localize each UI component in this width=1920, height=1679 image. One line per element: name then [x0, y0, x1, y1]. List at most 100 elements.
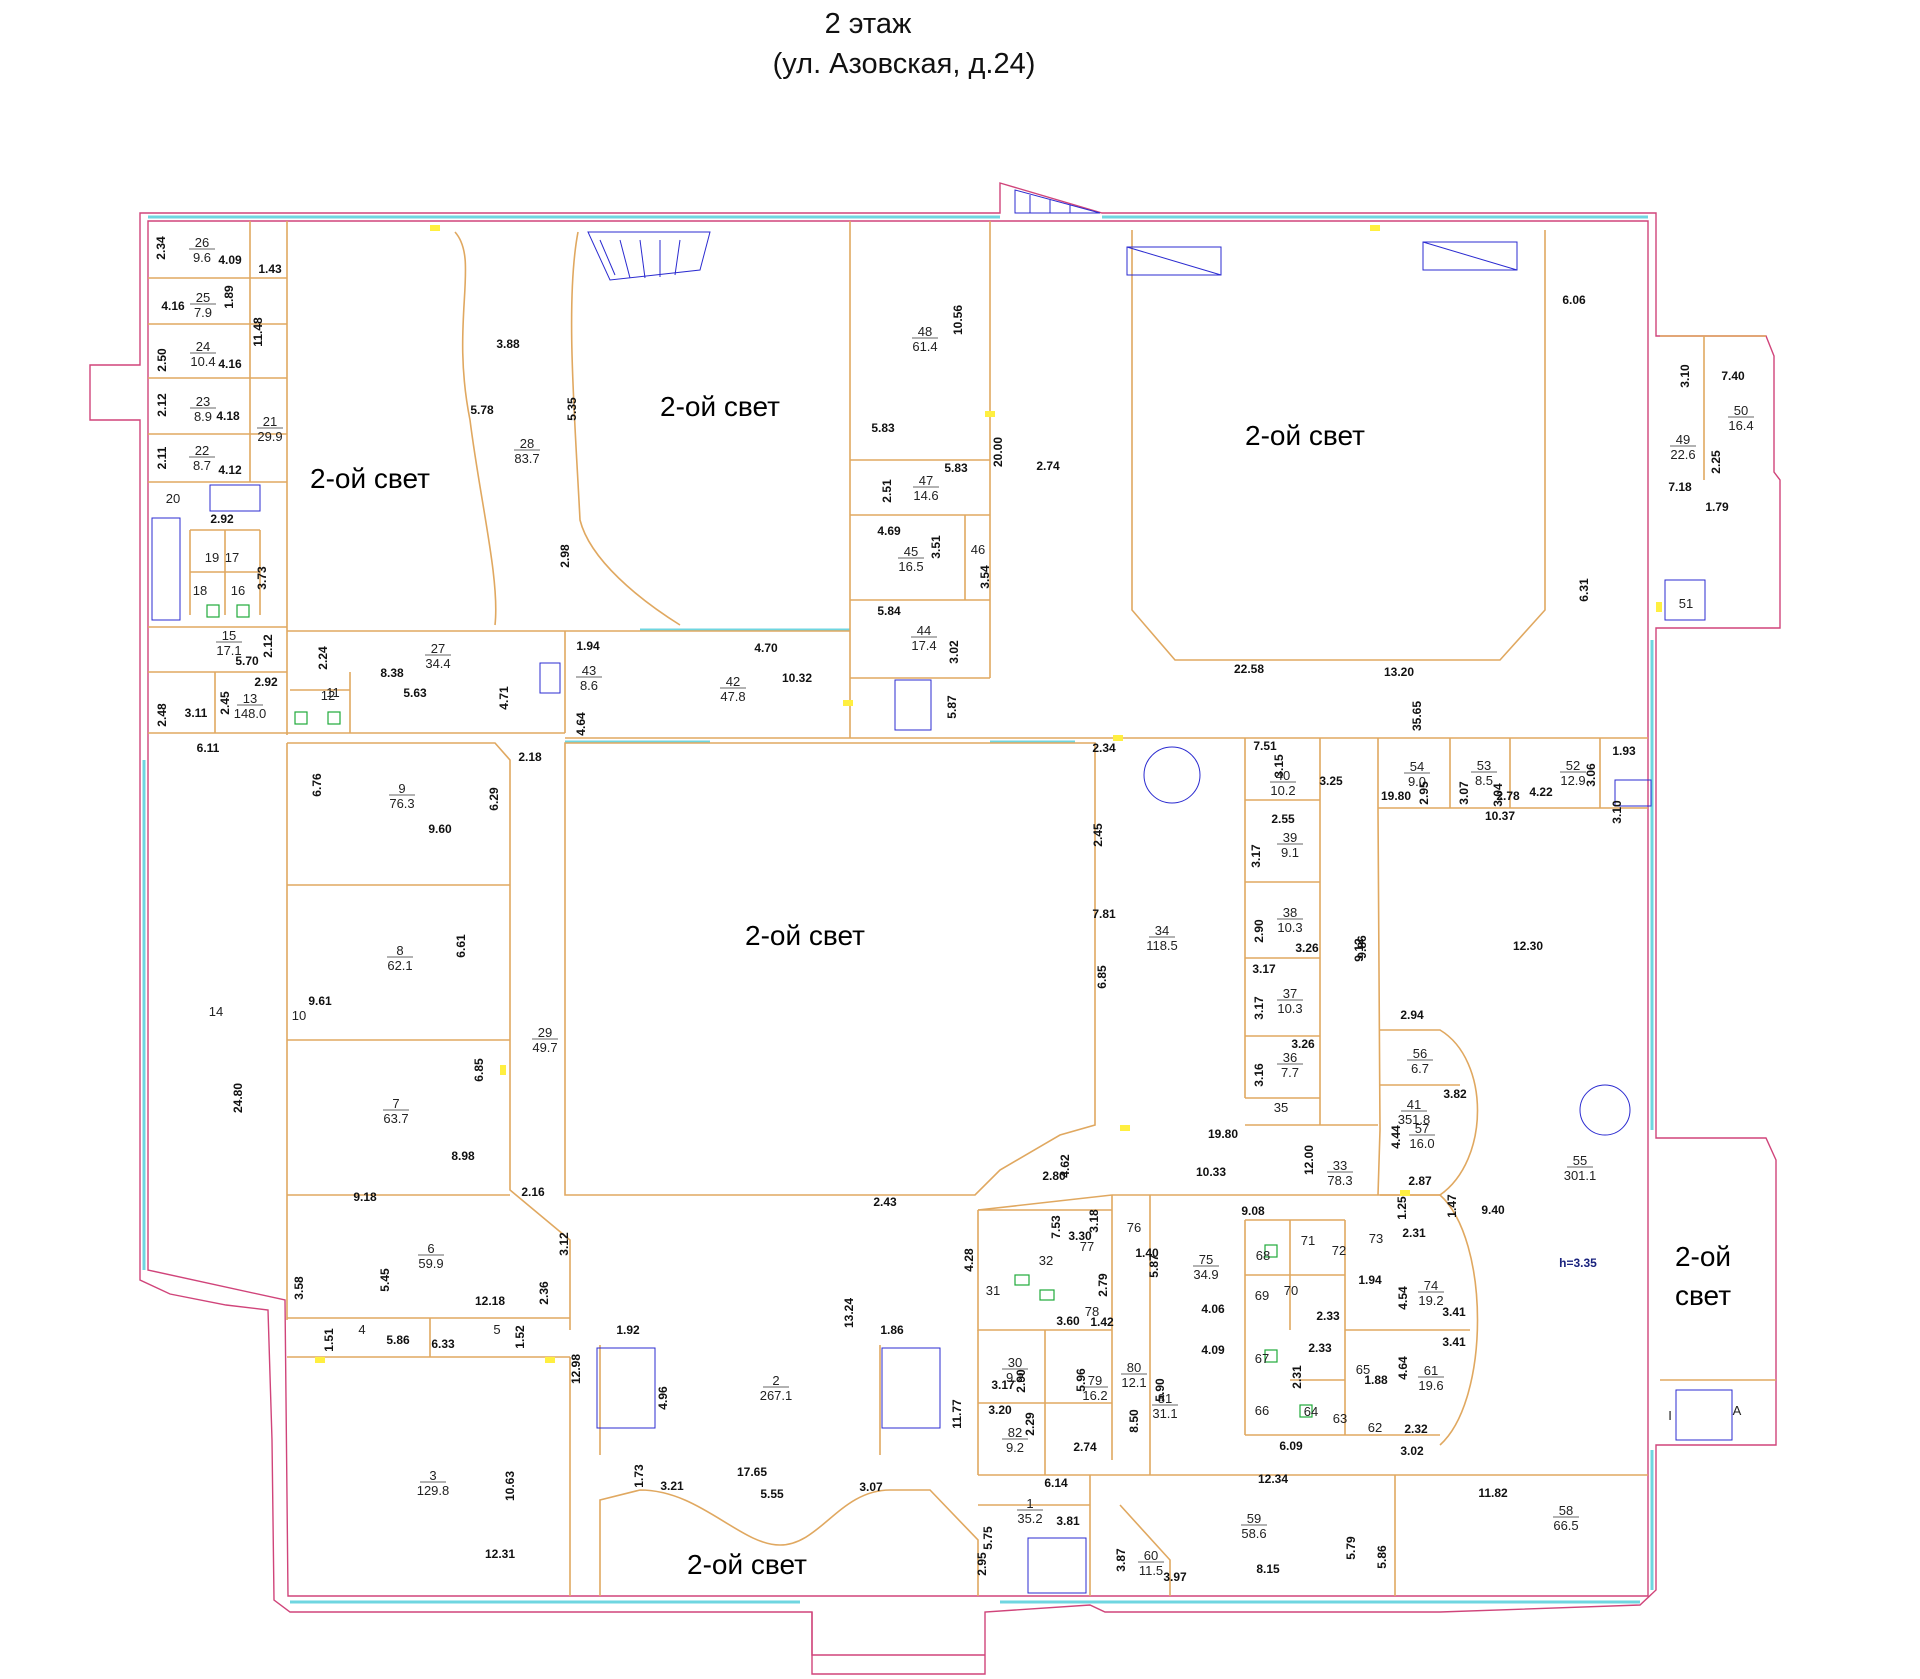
room-number: 10 — [292, 1008, 306, 1023]
room-36: 367.7 — [1277, 1050, 1303, 1080]
room-number: 66 — [1255, 1403, 1269, 1418]
room-number: 1 — [1026, 1496, 1033, 1511]
toilet-icon — [1299, 1404, 1313, 1418]
room-area: 76.3 — [389, 796, 414, 811]
dimension-label: 2.80 — [1042, 1169, 1066, 1183]
room-53: 538.5 — [1471, 758, 1497, 788]
room-number: 21 — [263, 414, 277, 429]
dimension-label: 2.87 — [1408, 1174, 1432, 1188]
dimension-label: 5.87 — [1147, 1254, 1161, 1278]
dimension-label: 9.18 — [353, 1190, 377, 1204]
room-25: 257.9 — [190, 290, 216, 320]
toilet-icon — [294, 711, 308, 725]
room-number: 57 — [1415, 1121, 1429, 1136]
dimension-label: 12.34 — [1258, 1472, 1288, 1486]
room-number: 79 — [1088, 1373, 1102, 1388]
dimension-label: 9.12 — [1352, 938, 1366, 962]
dimension-label: 3.02 — [1400, 1444, 1424, 1458]
dimension-label: 19.80 — [1208, 1127, 1238, 1141]
dimension-label: 3.06 — [1584, 763, 1598, 787]
room-76: 76 — [1127, 1220, 1141, 1235]
dimension-label: 4.54 — [1396, 1286, 1410, 1310]
room-63: 63 — [1333, 1411, 1347, 1426]
room-area: 301.1 — [1564, 1168, 1597, 1183]
room-area: 17.1 — [216, 643, 241, 658]
dimension-label: 3.18 — [1087, 1209, 1101, 1233]
dimension-label: 12.98 — [569, 1354, 583, 1384]
dimension-label: 3.26 — [1295, 941, 1319, 955]
room-number: 4 — [358, 1322, 365, 1337]
dimension-label: 2.95 — [1417, 781, 1431, 805]
room-area: 14.6 — [913, 488, 938, 503]
room-39: 399.1 — [1277, 830, 1303, 860]
room-area: 6.7 — [1411, 1061, 1429, 1076]
dimension-label: 2.51 — [880, 479, 894, 503]
dimension-label: 2.36 — [537, 1281, 551, 1305]
dimension-label: 6.09 — [1279, 1439, 1303, 1453]
dimension-label: 6.61 — [454, 934, 468, 958]
dimension-label: 4.70 — [754, 641, 778, 655]
dimension-label: 3.12 — [557, 1232, 571, 1256]
room-number: 58 — [1559, 1503, 1573, 1518]
room-area: 78.3 — [1327, 1173, 1352, 1188]
room-number: 47 — [919, 473, 933, 488]
dimension-label: 5.83 — [871, 421, 895, 435]
dimension-label: 3.16 — [1252, 1063, 1266, 1087]
room-area: 10.3 — [1277, 1001, 1302, 1016]
dimension-label: 3.41 — [1442, 1305, 1466, 1319]
room-number: 82 — [1008, 1425, 1022, 1440]
dimension-label: 1.40 — [1135, 1246, 1159, 1260]
dimension-label: 3.25 — [1319, 774, 1343, 788]
dimension-label: 3.20 — [988, 1403, 1012, 1417]
dimension-label: 3.11 — [185, 706, 208, 720]
room-number: 59 — [1247, 1511, 1261, 1526]
dimension-label: 9.61 — [308, 994, 332, 1008]
dimension-label: 6.31 — [1577, 578, 1591, 602]
staircase-top-center — [1014, 189, 1101, 214]
double-height-labels: 2-ой свет 2-ой свет 2-ой свет 2-ой свет … — [310, 391, 1731, 1580]
room-area: 16.4 — [1728, 418, 1753, 433]
room-1: 135.2 — [1017, 1496, 1043, 1526]
double-height-label: 2-ой свет — [310, 463, 430, 494]
room-22: 228.7 — [189, 443, 215, 473]
dimension-label: 2.25 — [1709, 450, 1723, 474]
room-number: 38 — [1283, 905, 1297, 920]
dimension-label: 3.97 — [1163, 1570, 1187, 1584]
double-height-label: 2-ой свет — [687, 1549, 807, 1580]
sanitary-fixtures — [206, 604, 1313, 1418]
dimension-label: 3.30 — [1068, 1229, 1092, 1243]
room-17: 17 — [225, 550, 239, 565]
room-6: 659.9 — [418, 1241, 444, 1271]
room-31: 31 — [986, 1283, 1000, 1298]
dimension-label: 2.79 — [1096, 1273, 1110, 1297]
room-area: 9.6 — [193, 250, 211, 265]
stair-21 — [209, 484, 261, 512]
room-number: 61 — [1424, 1363, 1438, 1378]
dimension-label: 2.74 — [1036, 459, 1060, 473]
room-number: 2 — [772, 1373, 779, 1388]
room-area: 7.9 — [194, 305, 212, 320]
room-area: 267.1 — [760, 1388, 793, 1403]
dimension-label: 6.29 — [487, 787, 501, 811]
room-number: 78 — [1085, 1304, 1099, 1319]
dimension-label: 2.33 — [1316, 1309, 1340, 1323]
dimension-label: 5.84 — [877, 604, 901, 618]
stair-1 — [1027, 1537, 1087, 1594]
room-area: 66.5 — [1553, 1518, 1578, 1533]
room-area: 8.6 — [580, 678, 598, 693]
dimension-label: 7.81 — [1092, 907, 1116, 921]
dimension-label: 3.88 — [496, 337, 520, 351]
room-26: 269.6 — [189, 235, 215, 265]
room-number: 67 — [1255, 1351, 1269, 1366]
room-area: 9.1 — [1281, 845, 1299, 860]
room-area: 148.0 — [234, 706, 267, 721]
room-67: 67 — [1255, 1351, 1269, 1366]
toilet-icon — [1039, 1289, 1055, 1301]
room-area: 9.2 — [1006, 1370, 1024, 1385]
